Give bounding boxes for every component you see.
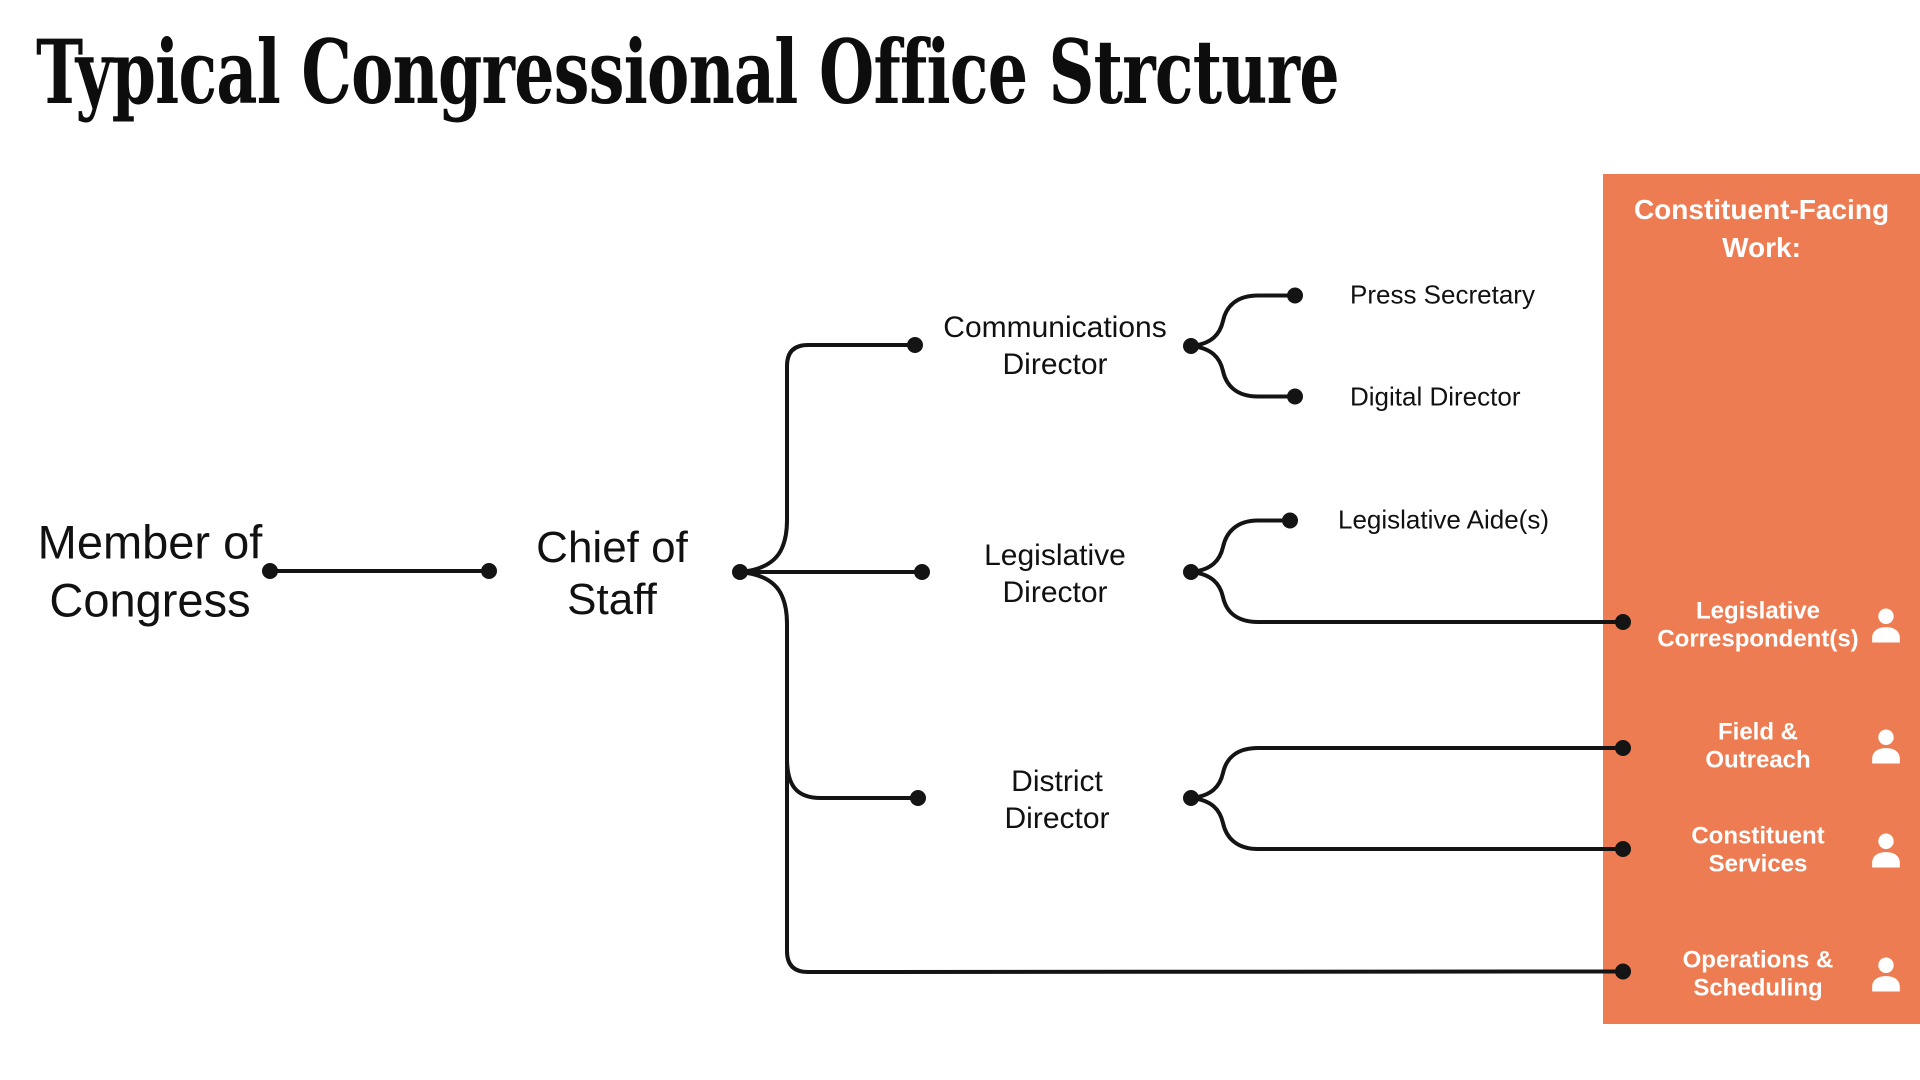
edge-chief-down-trunk (738, 570, 1625, 975)
edge-comm-press (1189, 293, 1297, 348)
panel-item-label: Legislative Correspondent(s) (1657, 597, 1859, 652)
edge-district-field (1189, 746, 1625, 800)
person-icon (1872, 729, 1900, 764)
panel-item-label: Operations & Scheduling (1682, 946, 1834, 1001)
node-chief-of-staff: Chief of Staff (536, 523, 688, 624)
page-title: Typical Congressional Office Strcture (36, 20, 1340, 124)
node-press-secretary: Press Secretary (1350, 279, 1535, 310)
edge-district-services (1189, 796, 1625, 851)
constituent-panel: Constituent-Facing Work: Legislative Cor… (1603, 174, 1920, 1024)
node-member-of-congress: Member of Congress (37, 515, 263, 627)
node-legislative-aides: Legislative Aide(s) (1338, 504, 1549, 535)
person-icon (1872, 608, 1900, 643)
edge-chief-up-trunk (738, 343, 917, 574)
edge-comm-digital (1189, 344, 1297, 399)
edge-leg-aide (1189, 518, 1292, 574)
person-icon (1872, 957, 1900, 992)
panel-item-label: Field & Outreach (1705, 718, 1811, 773)
panel-item-label: Constituent Services (1691, 822, 1825, 877)
edge-trunk-district (785, 756, 920, 800)
node-district-director: District Director (1004, 764, 1110, 835)
node-communications-director: Communications Director (943, 310, 1167, 381)
constituent-panel-header: Constituent-Facing Work: (1633, 194, 1890, 264)
node-legislative-director: Legislative Director (984, 538, 1126, 609)
node-digital-director: Digital Director (1350, 381, 1521, 412)
person-icon (1872, 833, 1900, 868)
edge-leg-correspondent (1189, 570, 1625, 624)
